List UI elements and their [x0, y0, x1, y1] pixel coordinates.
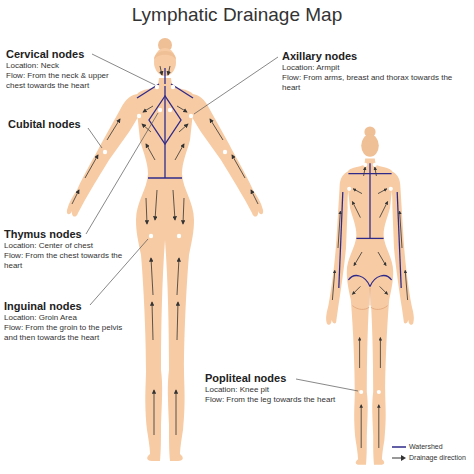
arrow-sample	[392, 454, 406, 462]
line-sample	[392, 443, 406, 451]
description-text: Flow: From the groin to the pelvis and t…	[4, 323, 132, 343]
description-text: Location: Knee pit	[205, 385, 345, 395]
arm	[326, 171, 349, 325]
node-group-name: Inguinal nodes	[4, 300, 132, 313]
leader-lines	[86, 54, 358, 391]
description-text: Flow: From the chest towards the heart	[4, 251, 130, 271]
description-text: Flow: From the neck & upper chest toward…	[6, 71, 116, 91]
description-text: Flow: From arms, breast and thorax towar…	[282, 73, 468, 93]
lymph-node-dots	[103, 85, 227, 238]
legend-row: Watershed	[392, 441, 466, 452]
hair	[154, 51, 176, 60]
node-group-name: Thymus nodes	[4, 228, 130, 241]
lymph-node-dots	[347, 163, 393, 394]
description-text: Location: Center of chest	[4, 241, 130, 251]
legend-text: Drainage direction	[409, 452, 466, 463]
legend-row: Drainage direction	[392, 452, 466, 463]
description-text: Location: Armpit	[282, 63, 468, 73]
body-contour	[352, 288, 387, 309]
title: Lymphatic Drainage Map	[0, 3, 474, 27]
arm	[191, 94, 263, 217]
description-text: Location: Groin Area	[4, 313, 132, 323]
node-group-name: Popliteal nodes	[205, 372, 345, 385]
node-group-name: Axillary nodes	[282, 50, 468, 63]
arm	[391, 171, 414, 325]
watershed-lines	[137, 68, 193, 178]
node-group-name: Cervical nodes	[6, 48, 116, 61]
arm	[67, 94, 139, 217]
body	[346, 158, 393, 464]
head	[361, 134, 379, 156]
description-text: Flow: From the leg towards the heart	[205, 395, 345, 405]
legend: WatershedDrainage direction	[392, 441, 466, 463]
legend-text: Watershed	[409, 441, 443, 452]
node-group-name: Cubital nodes	[8, 118, 94, 131]
back-figure	[326, 126, 414, 464]
drainage-arrows	[332, 167, 407, 448]
description-text: Location: Neck	[6, 61, 116, 71]
watershed-lines	[339, 163, 401, 288]
